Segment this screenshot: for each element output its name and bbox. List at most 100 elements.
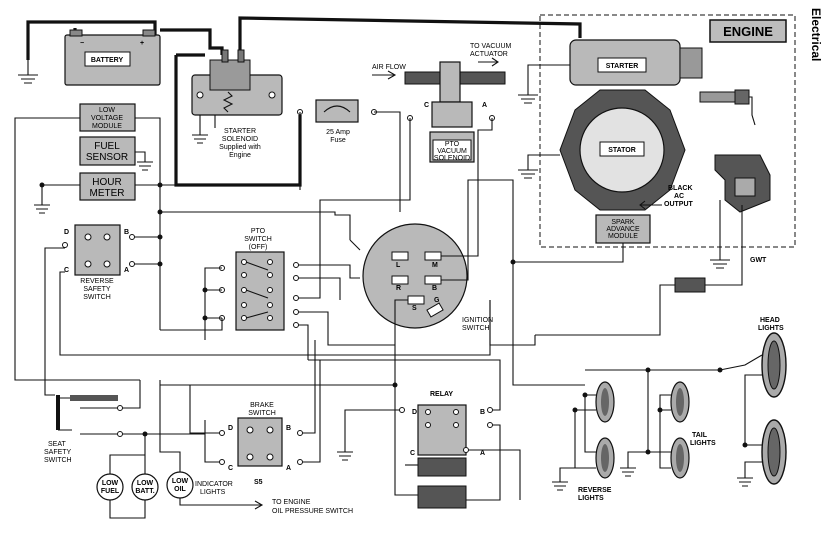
low-oil-light: LOW OIL xyxy=(166,471,194,499)
pto-sol-label-3: SOLENOID xyxy=(434,155,470,162)
low-batt-label-2: BATT. xyxy=(135,488,154,495)
svg-text:+: + xyxy=(140,40,144,47)
seat-label-3: SWITCH xyxy=(44,457,72,464)
term-d-relay: D xyxy=(412,409,417,416)
relay-label: RELAY xyxy=(430,391,453,398)
starter-label: STARTER xyxy=(606,63,639,70)
tail-label-2: LIGHTS xyxy=(690,440,716,447)
pto-vacuum-solenoid: PTO VACUUM SOLENOID xyxy=(429,131,475,163)
gwt-label: GWT xyxy=(750,257,767,264)
term-b-ign: B xyxy=(432,285,437,292)
fuel-label-2: SENSOR xyxy=(86,152,128,163)
term-b-brake: B xyxy=(286,425,291,432)
connector-gwt xyxy=(674,277,706,293)
term-b-relay: B xyxy=(480,409,485,416)
oil-label-1: TO ENGINE xyxy=(272,499,311,506)
solenoid-label-1: STARTER xyxy=(224,128,256,135)
reverse-light-lower xyxy=(595,437,615,479)
low-oil-label-1: LOW xyxy=(172,478,189,485)
term-s: S xyxy=(412,305,417,312)
term-l: L xyxy=(396,262,401,269)
term-c-relay: C xyxy=(410,450,415,457)
tail-light-upper xyxy=(670,381,690,423)
seat-safety-switch xyxy=(56,395,118,431)
pto-sol-label-2: VACUUM xyxy=(437,148,467,155)
lvm-label-1: LOW xyxy=(99,107,115,114)
s5-label: S5 xyxy=(254,479,263,486)
tail-light-lower xyxy=(670,437,690,479)
solenoid-label-2: SOLENOID xyxy=(222,136,258,143)
fuse-25-amp: 25 Amp Fuse xyxy=(315,99,359,144)
head-light-lower xyxy=(761,419,787,485)
ignition-coil xyxy=(714,154,771,213)
spark-advance-module: SPARK ADVANCE MODULE xyxy=(595,214,651,244)
indicator-label-2: LIGHTS xyxy=(200,489,226,496)
hour-label-1: HOUR xyxy=(92,177,121,188)
term-c-rss: C xyxy=(64,267,69,274)
air-flow-label: AIR FLOW xyxy=(372,64,406,71)
pto-sol-label-1: PTO xyxy=(445,141,460,148)
solenoid-label-4: Engine xyxy=(229,152,251,159)
ign-label-1: IGNITION xyxy=(462,317,493,324)
solenoid-label-3: Supplied with xyxy=(219,144,261,151)
head-label-1: HEAD xyxy=(760,317,780,324)
battery-label: BATTERY xyxy=(91,57,124,64)
low-batt-light: LOW BATT. xyxy=(131,473,159,501)
oil-label-2: OIL PRESSURE SWITCH xyxy=(272,508,353,515)
page-title: Electrical xyxy=(809,8,823,61)
rss-label-1: REVERSE xyxy=(80,278,114,285)
spark-label-3: MODULE xyxy=(608,233,638,240)
low-fuel-light: LOW FUEL xyxy=(96,473,124,501)
svg-text:−: − xyxy=(80,40,84,47)
term-a-brake: A xyxy=(286,465,291,472)
seat-label-2: SAFETY xyxy=(44,449,72,456)
black-ac-label-2: AC xyxy=(674,193,684,200)
head-label-2: LIGHTS xyxy=(758,325,784,332)
rev-label-2: LIGHTS xyxy=(578,495,604,502)
hour-label-2: METER xyxy=(90,188,125,199)
brake-label-1: BRAKE xyxy=(250,402,274,409)
term-d-rss: D xyxy=(64,229,69,236)
pto-sw-label-2: SWITCH xyxy=(244,236,272,243)
term-b-rss: B xyxy=(124,229,129,236)
lvm-label-3: MODULE xyxy=(92,123,122,130)
rev-label-1: REVERSE xyxy=(578,487,612,494)
reverse-safety-switch: REVERSE SAFETY SWITCH xyxy=(74,224,121,301)
term-m: M xyxy=(432,262,438,269)
term-a-rss: A xyxy=(124,267,129,274)
pto-sw-label-3: (OFF) xyxy=(249,244,268,251)
vacuum-label-1: TO VACUUM xyxy=(470,43,512,50)
spark-label-2: ADVANCE xyxy=(606,226,640,233)
head-light-upper xyxy=(761,332,787,398)
brake-switch: BRAKE SWITCH xyxy=(237,402,283,467)
starter-motor: STARTER xyxy=(569,39,703,86)
black-ac-label-3: OUTPUT xyxy=(664,201,694,208)
reverse-light-upper xyxy=(595,381,615,423)
low-batt-label-1: LOW xyxy=(137,480,154,487)
fuel-label-1: FUEL xyxy=(94,141,120,152)
term-c-brake: C xyxy=(228,465,233,472)
term-g: G xyxy=(434,297,440,304)
starter-solenoid: STARTER SOLENOID Supplied with Engine xyxy=(191,49,283,159)
pto-switch: PTO SWITCH (OFF) xyxy=(235,228,285,331)
engine-label: ENGINE xyxy=(723,24,773,39)
term-a-pto: A xyxy=(482,102,487,109)
spark-label-1: SPARK xyxy=(611,219,635,226)
lvm-label-2: VOLTAGE xyxy=(91,115,123,122)
low-fuel-label-2: FUEL xyxy=(101,488,120,495)
term-d-brake: D xyxy=(228,425,233,432)
low-voltage-module: LOW VOLTAGE MODULE xyxy=(79,103,136,132)
ign-label-2: SWITCH xyxy=(462,325,490,332)
rss-label-2: SAFETY xyxy=(83,286,111,293)
term-c-pto: C xyxy=(424,102,429,109)
ignition-switch: IGNITION SWITCH xyxy=(362,223,493,332)
spark-plug xyxy=(699,89,756,126)
seat-label-1: SEAT xyxy=(48,441,66,448)
battery: − + BATTERY xyxy=(64,29,161,86)
black-ac-label-1: BLACK xyxy=(668,185,693,192)
hour-meter: HOUR METER xyxy=(79,172,136,201)
vacuum-label-2: ACTUATOR xyxy=(470,51,508,58)
low-fuel-label-1: LOW xyxy=(102,480,119,487)
relay: RELAY xyxy=(417,391,467,509)
